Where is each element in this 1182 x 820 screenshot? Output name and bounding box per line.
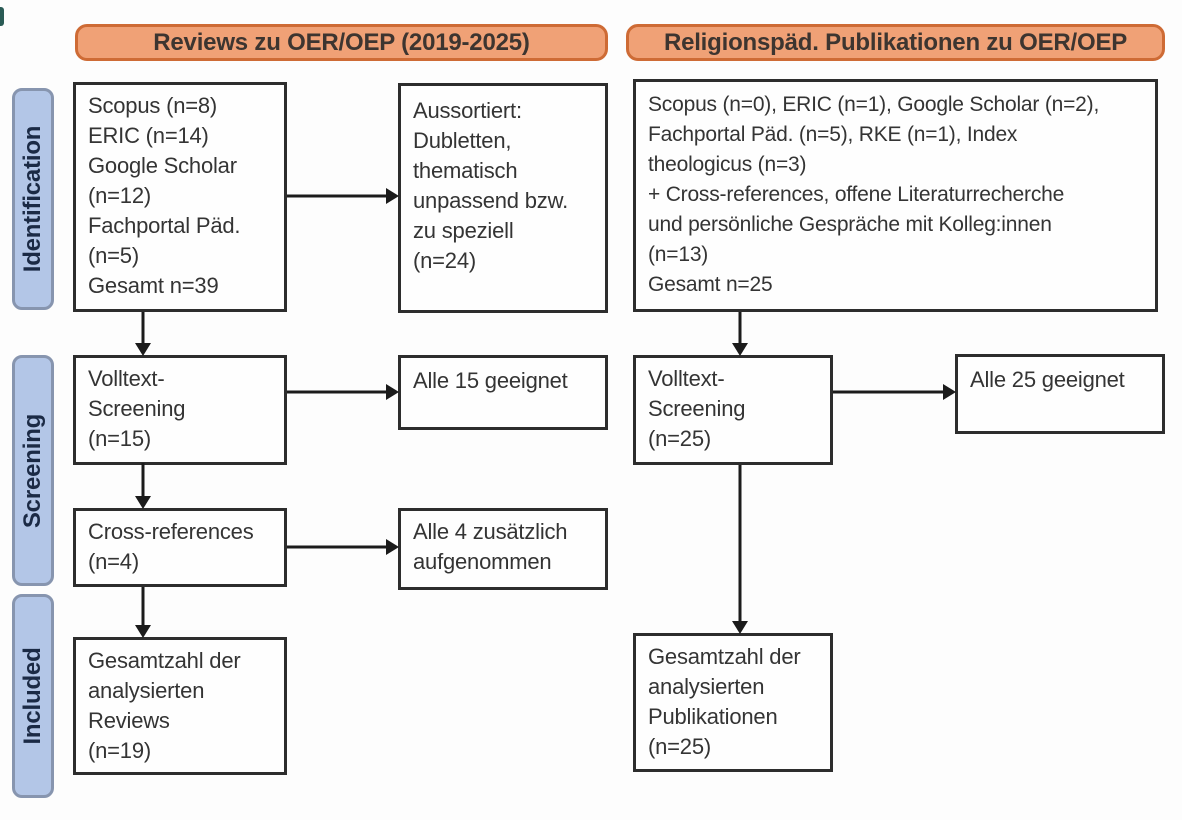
arrow-left-fulltext-to-result: [287, 384, 399, 400]
right-column-header: Religionspäd. Publikationen zu OER/OEP: [626, 24, 1165, 61]
left-crossref-result-box: Alle 4 zusätzlich aufgenommen: [398, 508, 608, 590]
stage-label-identification: Identification: [12, 88, 54, 310]
stage-label-identification-text: Identification: [19, 125, 46, 273]
left-excluded-box: Aussortiert: Dubletten, thematisch unpas…: [398, 83, 608, 313]
right-identification-box: Scopus (n=0), ERIC (n=1), Google Scholar…: [633, 79, 1158, 312]
right-included-box: Gesamtzahl der analysierten Publikatione…: [633, 633, 833, 772]
left-identification-box: Scopus (n=8) ERIC (n=14) Google Scholar …: [73, 82, 287, 312]
right-fulltext-screening-box: Volltext- Screening (n=25): [633, 355, 833, 465]
stage-label-screening: Screening: [12, 355, 54, 586]
stage-label-included-text: Included: [19, 647, 46, 745]
left-column-header: Reviews zu OER/OEP (2019-2025): [75, 24, 608, 61]
right-fulltext-result-box: Alle 25 geeignet: [955, 354, 1165, 434]
arrow-right-fulltext-to-result: [833, 384, 956, 400]
left-crossref-box: Cross-references (n=4): [73, 508, 287, 587]
arrow-left-identification-to-excluded: [287, 188, 399, 204]
stage-label-included: Included: [12, 594, 54, 798]
arrow-left-crossref-to-included: [135, 587, 151, 638]
arrow-left-crossref-to-result: [287, 539, 399, 555]
left-included-box: Gesamtzahl der analysierten Reviews (n=1…: [73, 637, 287, 775]
stage-label-screening-text: Screening: [19, 413, 46, 528]
arrow-left-identification-to-fulltext: [135, 312, 151, 356]
arrow-left-fulltext-to-crossref: [135, 463, 151, 509]
left-fulltext-screening-box: Volltext- Screening (n=15): [73, 355, 287, 465]
left-fulltext-result-box: Alle 15 geeignet: [398, 355, 608, 430]
corner-fragment: [0, 7, 4, 26]
arrow-right-fulltext-to-included: [732, 465, 748, 634]
arrow-right-identification-to-fulltext: [732, 312, 748, 356]
